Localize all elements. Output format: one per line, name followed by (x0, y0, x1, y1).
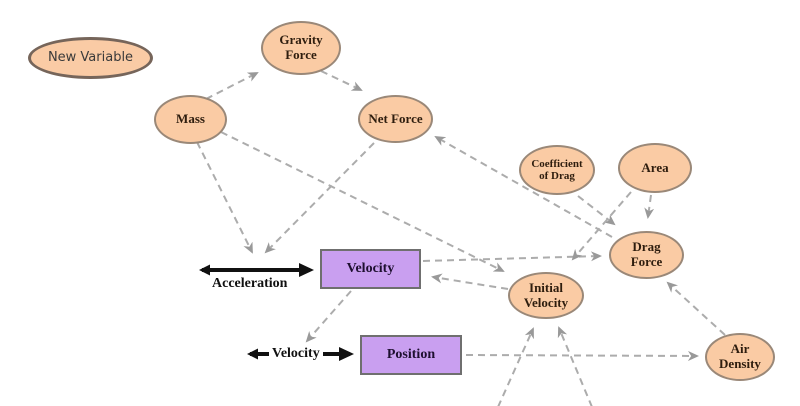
node-drag-force[interactable]: Drag Force (609, 231, 684, 279)
node-coefficient-of-drag-label-2: of Drag (539, 170, 575, 182)
link-initial-velocity-velocity[interactable] (431, 273, 509, 290)
node-air-density-label-2: Density (719, 356, 761, 371)
node-initial-velocity[interactable]: Initial Velocity (508, 272, 584, 319)
node-mass[interactable]: Mass (154, 95, 227, 144)
node-drag-force-label-1: Drag (632, 239, 661, 255)
stock-position[interactable]: Position (360, 335, 462, 375)
node-net-force-label: Net Force (368, 110, 423, 126)
link-area-drag-force[interactable] (644, 194, 655, 219)
node-area[interactable]: Area (618, 143, 692, 193)
link-offscreen-initial-velocity-2[interactable] (557, 326, 593, 406)
node-coefficient-of-drag[interactable]: Coefficient of Drag (519, 145, 595, 195)
link-area-initial-velocity[interactable] (571, 191, 632, 261)
node-air-density-label-1: Air (730, 341, 750, 357)
link-mass-acceleration-flow[interactable] (196, 141, 253, 254)
stock-velocity[interactable]: Velocity (320, 249, 421, 289)
node-gravity-force-label-2: Force (285, 47, 317, 62)
link-mass-gravity-force[interactable] (205, 72, 259, 100)
node-gravity-force-label-1: Gravity (279, 32, 323, 48)
node-area-label: Area (641, 159, 669, 175)
node-initial-velocity-label-2: Velocity (523, 294, 569, 310)
link-offscreen-initial-velocity-1[interactable] (497, 327, 534, 406)
node-coefficient-of-drag-label-1: Coefficient (531, 157, 583, 170)
node-net-force[interactable]: Net Force (358, 95, 433, 143)
stock-position-label: Position (386, 347, 436, 362)
link-position-air-density[interactable] (465, 350, 699, 361)
link-gravity-force-net-force[interactable] (320, 70, 363, 91)
stock-velocity-label: Velocity (346, 261, 395, 276)
link-velocity-drag-force[interactable] (422, 251, 602, 262)
node-initial-velocity-label-1: Initial (529, 279, 563, 295)
node-drag-force-label-2: Force (630, 254, 663, 269)
link-net-force-acceleration-flow[interactable] (264, 142, 375, 254)
link-velocity-velocity-flow[interactable] (305, 290, 352, 343)
node-air-density[interactable]: Air Density (705, 333, 775, 381)
node-gravity-force[interactable]: Gravity Force (261, 21, 341, 75)
link-air-density-drag-force[interactable] (666, 281, 726, 336)
flow-acceleration-label[interactable]: Acceleration (209, 276, 291, 292)
link-drag-force-net-force[interactable] (434, 136, 613, 238)
node-mass-label: Mass (176, 111, 205, 127)
link-mass-initial-velocity[interactable] (220, 131, 505, 272)
flow-velocity-label[interactable]: Velocity (269, 346, 323, 362)
link-coefficient-of-drag-drag-force[interactable] (577, 195, 616, 226)
node-new-variable[interactable]: New Variable (28, 37, 153, 79)
node-new-variable-label: New Variable (47, 49, 134, 65)
